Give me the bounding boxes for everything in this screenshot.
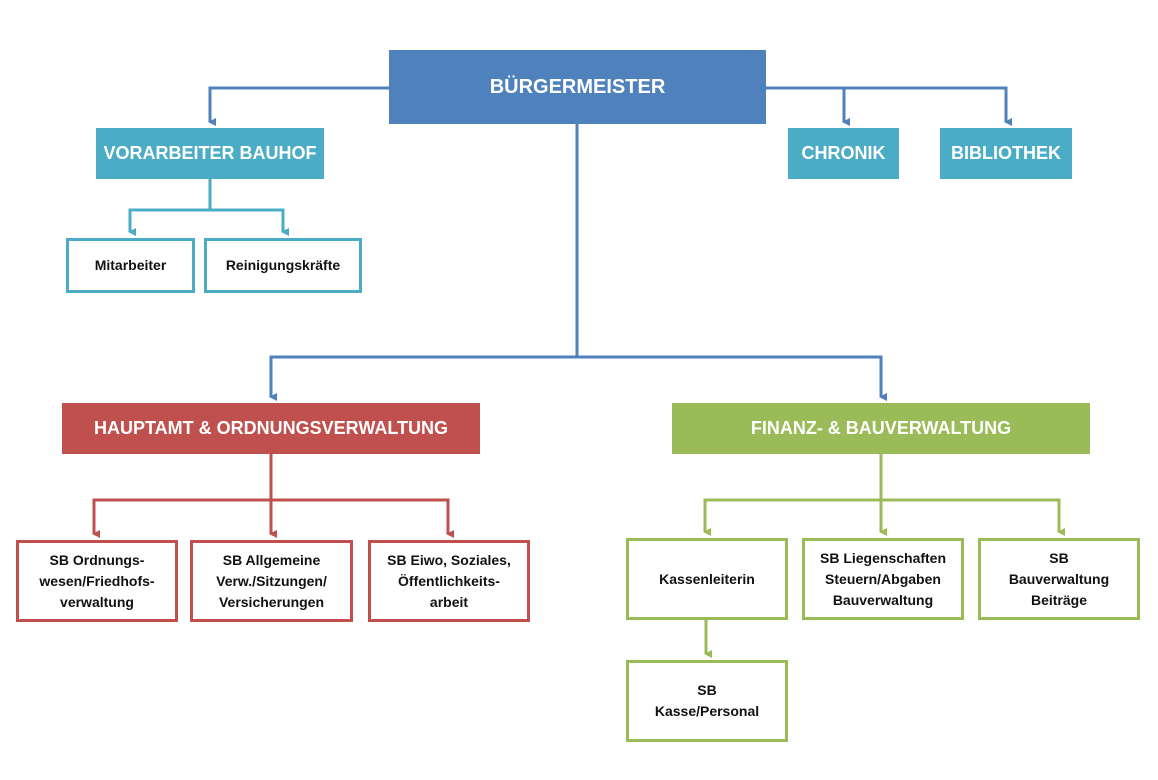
connector-hauptamt-ordnung xyxy=(92,498,271,538)
node-sb-ordnungswesen: SB Ordnungs- wesen/Friedhofs- verwaltung xyxy=(16,540,178,622)
node-sb-kasse-personal: SB Kasse/Personal xyxy=(626,660,788,742)
node-kassenleiterin: Kassenleiterin xyxy=(626,538,788,620)
connector-buergermeister-bibliothek xyxy=(844,86,1012,126)
connector-hauptamt-eiwo xyxy=(271,498,454,538)
connector-buergermeister-chronik xyxy=(766,86,850,126)
node-chronik: CHRONIK xyxy=(788,128,899,179)
connector-trunk-finanz xyxy=(577,355,887,401)
connector-finanz-kassenleiterin xyxy=(703,498,881,536)
connector-buergermeister-bauhof xyxy=(208,86,389,126)
connector-bauhof-mitarbeiter xyxy=(128,208,210,236)
node-vorarbeiter-bauhof: VORARBEITER BAUHOF xyxy=(96,128,324,179)
node-hauptamt-ordnungsverwaltung: HAUPTAMT & ORDNUNGSVERWALTUNG xyxy=(62,403,480,454)
node-sb-allgemeine-verwaltung: SB Allgemeine Verw./Sitzungen/ Versicher… xyxy=(190,540,353,622)
connector-trunk-hauptamt xyxy=(269,355,577,401)
node-bibliothek: BIBLIOTHEK xyxy=(940,128,1072,179)
node-finanz-bauverwaltung: FINANZ- & BAUVERWALTUNG xyxy=(672,403,1090,454)
node-sb-bauverwaltung-beitraege: SB Bauverwaltung Beiträge xyxy=(978,538,1140,620)
node-reinigungskraefte: Reinigungskräfte xyxy=(204,238,362,293)
connector-finanz-bauverw xyxy=(881,498,1065,536)
node-mitarbeiter: Mitarbeiter xyxy=(66,238,195,293)
connector-bauhof-reinigung xyxy=(210,208,289,236)
node-sb-liegenschaften: SB Liegenschaften Steuern/Abgaben Bauver… xyxy=(802,538,964,620)
node-buergermeister: BÜRGERMEISTER xyxy=(389,50,766,124)
node-sb-eiwo-soziales: SB Eiwo, Soziales, Öffentlichkeits- arbe… xyxy=(368,540,530,622)
